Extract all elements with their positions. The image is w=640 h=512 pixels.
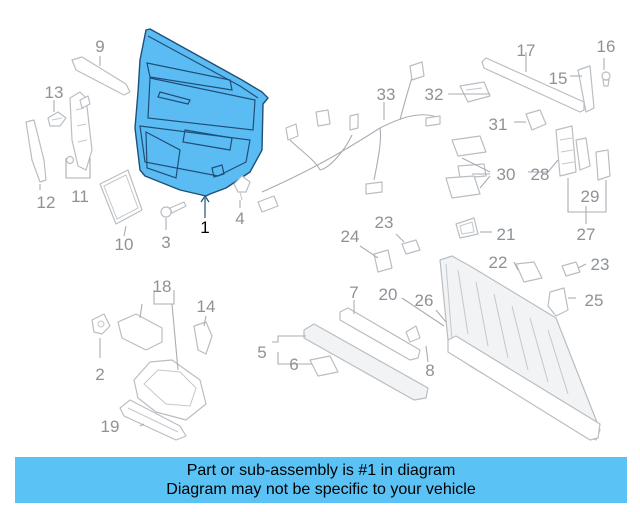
trim-strip-part-17	[481, 57, 585, 113]
latch-part-25	[547, 287, 569, 317]
lock-bracket-part-28	[555, 125, 577, 177]
leader-lines	[39, 52, 607, 427]
callout-7[interactable]: 7	[349, 283, 358, 302]
callout-24[interactable]: 24	[341, 227, 360, 246]
trim-piece-part-12	[25, 119, 47, 183]
callout-26[interactable]: 26	[415, 291, 434, 310]
callout-3[interactable]: 3	[161, 233, 170, 252]
handle-bracket-part-11	[65, 91, 93, 171]
cap-part-23b	[561, 261, 581, 277]
callout-18[interactable]: 18	[153, 277, 172, 296]
screw-part-3	[160, 201, 187, 218]
callout-23a[interactable]: 23	[375, 213, 394, 232]
switch-part-31	[525, 109, 547, 131]
callout-17[interactable]: 17	[517, 41, 536, 60]
wiring-harness-part-33	[257, 61, 441, 213]
callout-22[interactable]: 22	[489, 253, 508, 272]
callout-8[interactable]: 8	[425, 361, 434, 380]
callout-15[interactable]: 15	[549, 69, 568, 88]
bracket-part-24	[373, 249, 393, 273]
callout-27[interactable]: 27	[577, 225, 596, 244]
callout-2[interactable]: 2	[95, 365, 104, 384]
banner-line-disclaimer: Diagram may not be specific to your vehi…	[166, 481, 476, 498]
clip-part-2	[91, 313, 111, 335]
trim-bezel-part-19	[119, 399, 187, 441]
callout-25[interactable]: 25	[585, 291, 604, 310]
speaker-grille-part-10	[99, 169, 143, 225]
callout-30[interactable]: 30	[497, 165, 516, 184]
callout-32[interactable]: 32	[425, 85, 444, 104]
callout-23b[interactable]: 23	[591, 255, 610, 274]
trim-strip-part-9	[71, 56, 131, 96]
callout-5[interactable]: 5	[257, 343, 266, 362]
callout-19[interactable]: 19	[101, 417, 120, 436]
sunshade-part-26	[439, 255, 601, 441]
switch-part-32	[459, 81, 491, 103]
callout-12[interactable]: 12	[37, 193, 56, 212]
callout-10[interactable]: 10	[115, 235, 134, 254]
callout-14[interactable]: 14	[197, 297, 216, 316]
clip-part-4	[233, 175, 251, 201]
callout-11[interactable]: 11	[71, 187, 89, 206]
parts-diagram: 1 2 3 4 5 6 7 8 9 10 11 12 13 14 15 16 1…	[25, 28, 616, 441]
callout-6[interactable]: 6	[289, 355, 298, 374]
trim-strip-part-7	[339, 307, 421, 361]
lock-part-29	[575, 137, 611, 181]
trim-piece-part-15	[577, 65, 595, 113]
banner-line-part-number: Part or sub-assembly is #1 in diagram	[186, 462, 456, 479]
clip-part-23a	[401, 239, 421, 255]
handle-part-21	[455, 217, 479, 239]
door-trim-panel-part-1[interactable]	[134, 28, 269, 197]
callout-28[interactable]: 28	[531, 165, 550, 184]
callout-21[interactable]: 21	[497, 225, 516, 244]
clip-part-13	[47, 111, 67, 127]
callout-labels: 1 2 3 4 5 6 7 8 9 10 11 12 13 14 15 16 1…	[37, 37, 616, 436]
callout-13[interactable]: 13	[45, 83, 64, 102]
callout-20[interactable]: 20	[379, 285, 398, 304]
trim-strip-part-5	[303, 323, 429, 401]
clip-part-6	[309, 355, 339, 377]
clip-part-16	[601, 71, 611, 87]
callout-31[interactable]: 31	[489, 115, 508, 134]
clip-part-8	[405, 325, 421, 343]
callout-29[interactable]: 29	[581, 187, 600, 206]
handle-assembly-part-18	[117, 313, 207, 421]
info-banner: Part or sub-assembly is #1 in diagram Di…	[15, 457, 627, 503]
callout-16[interactable]: 16	[597, 37, 616, 56]
handle-part-22	[515, 261, 543, 283]
callout-9[interactable]: 9	[95, 37, 104, 56]
cover-part-14	[193, 321, 213, 355]
callout-33[interactable]: 33	[377, 85, 396, 104]
callout-4[interactable]: 4	[235, 209, 244, 228]
callout-1[interactable]: 1	[200, 218, 209, 237]
